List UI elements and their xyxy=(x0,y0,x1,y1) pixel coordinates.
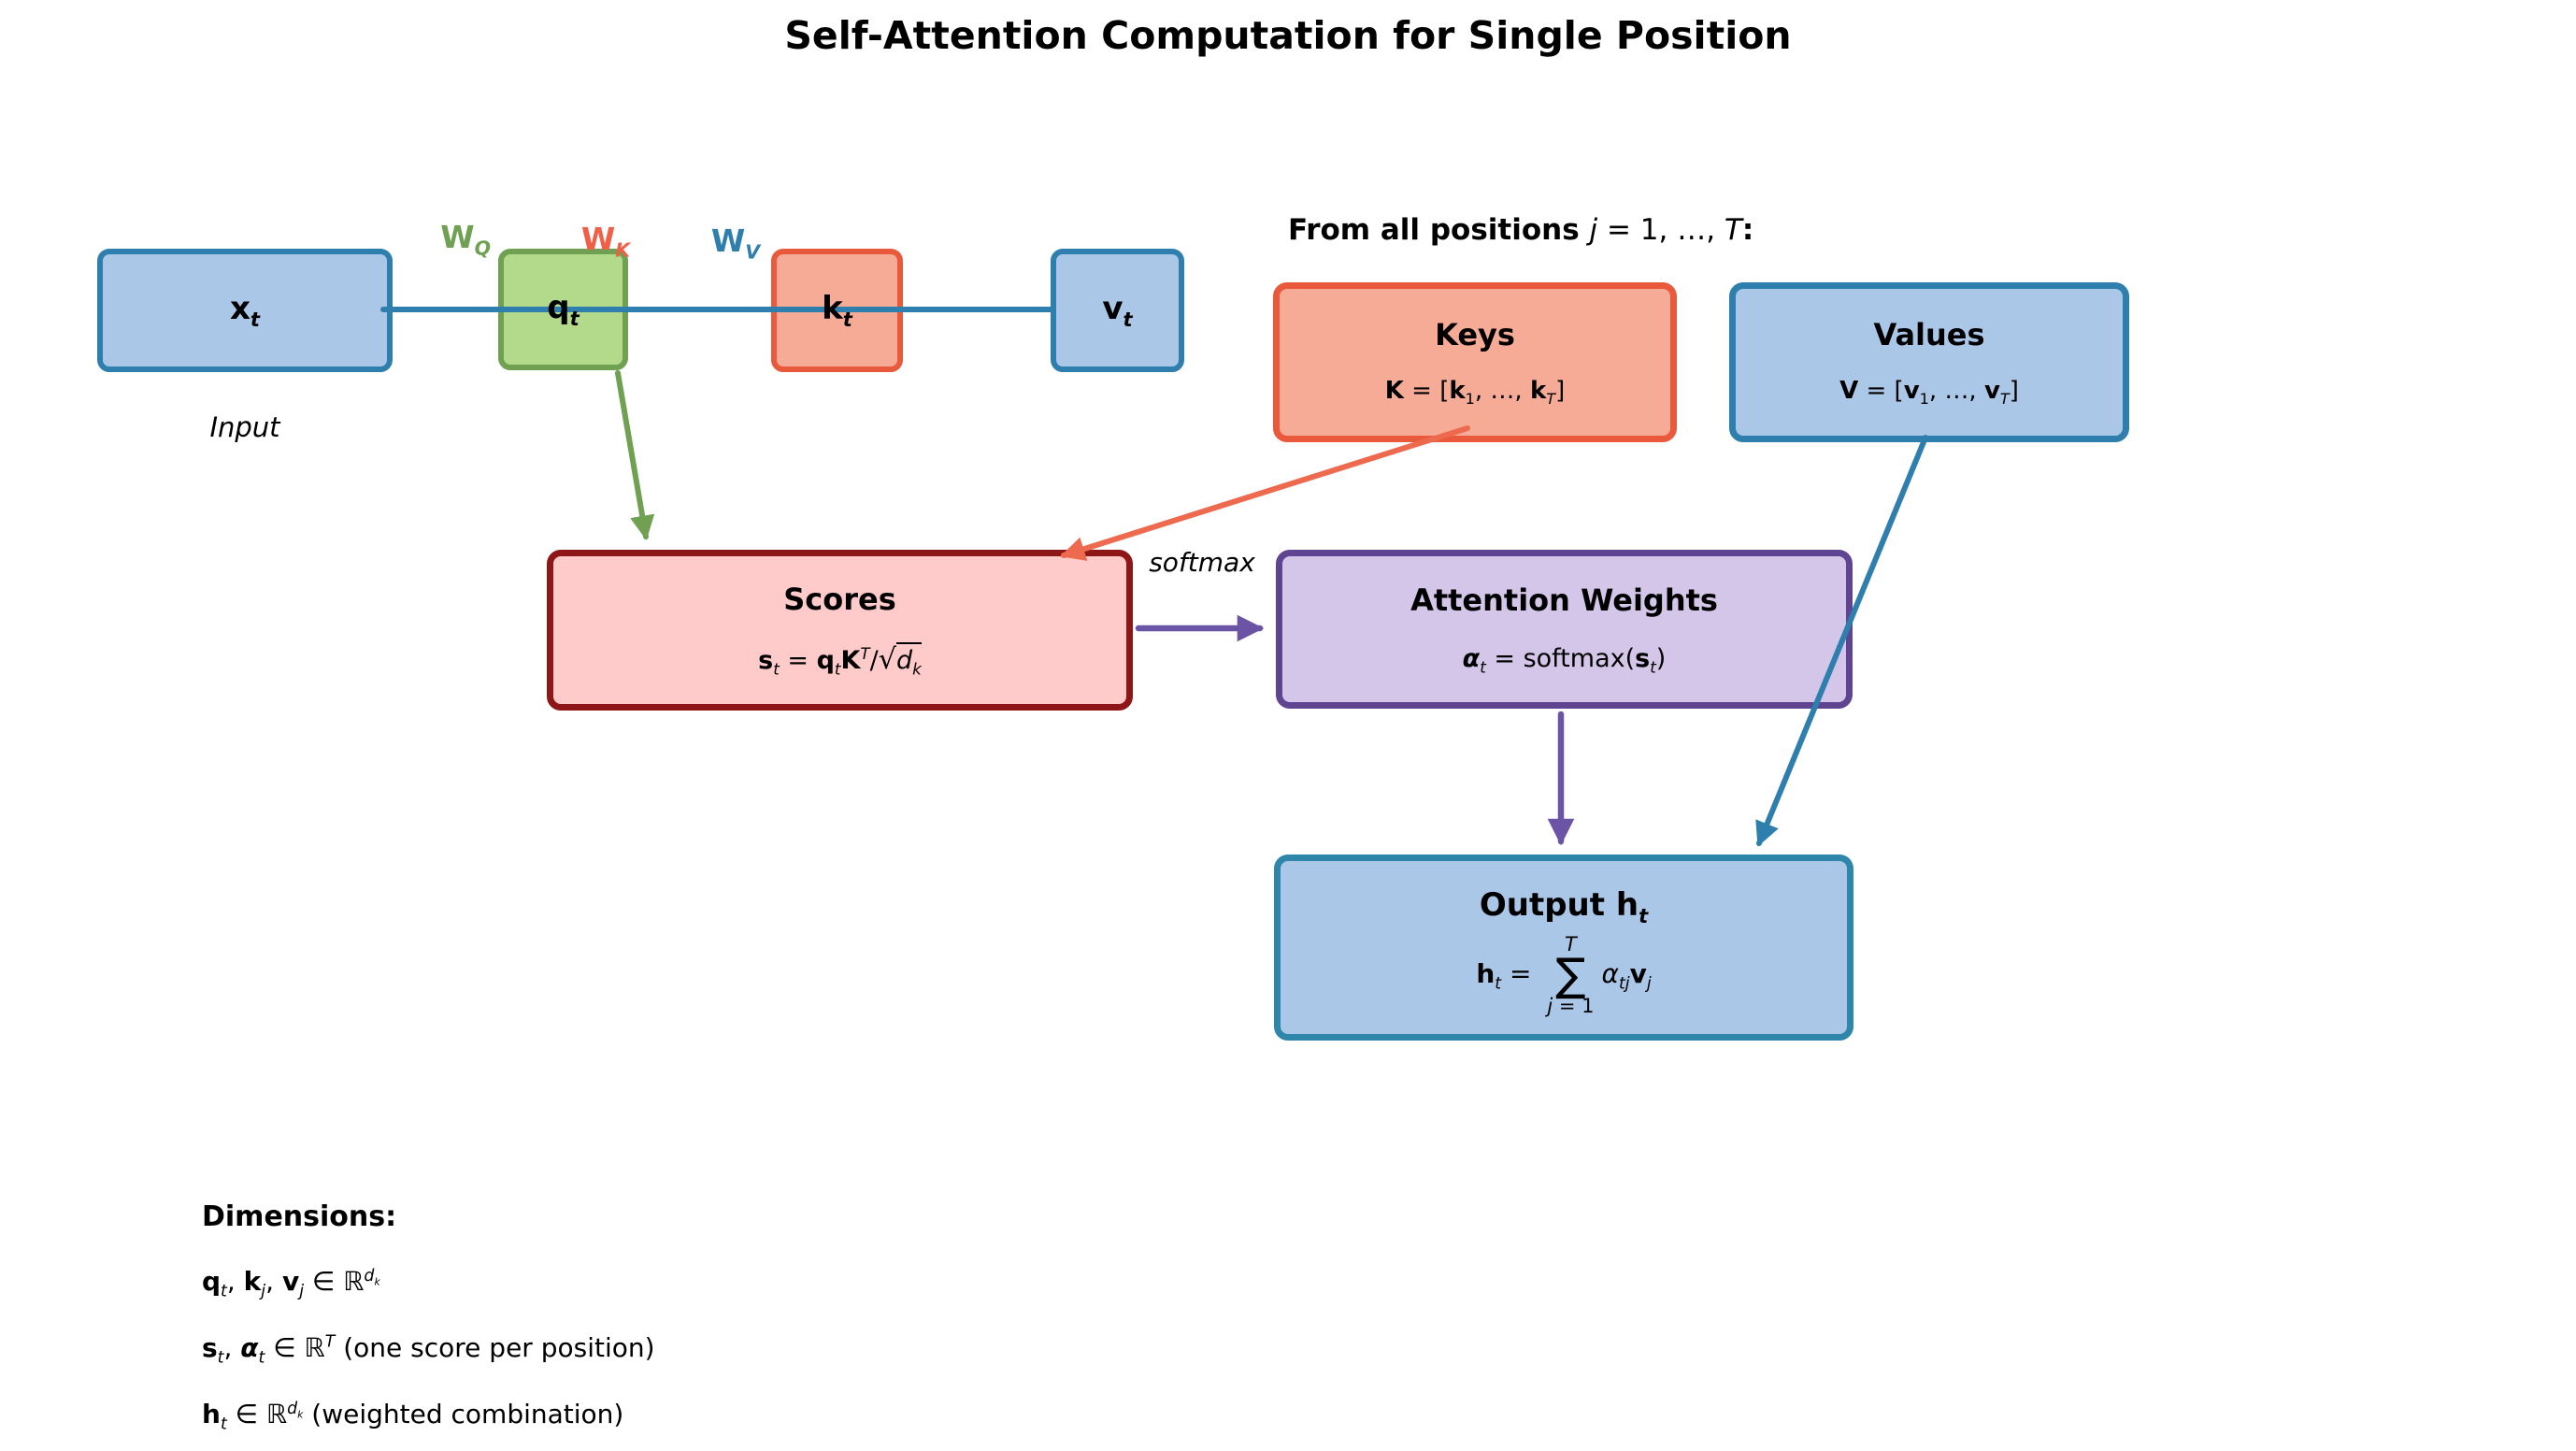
sigma-symbol: ∑ xyxy=(1555,948,1586,1001)
node-scores-formula: st = qtKT/√dk xyxy=(758,642,922,679)
node-value-v-label: vt xyxy=(1102,290,1133,331)
diagram-title: Self-Attention Computation for Single Po… xyxy=(784,13,1792,58)
sum-upper-limit: T xyxy=(1564,932,1577,955)
node-keys: Keys K = [k1, …, kT] xyxy=(1273,282,1677,442)
dimensions-line-output: ht ∈ ℝdk (weighted combination) xyxy=(202,1399,624,1434)
node-value-v: vt xyxy=(1051,249,1184,372)
node-output-formula: ht = T ∑ j = 1 αtjvj xyxy=(1476,932,1652,1018)
node-input-x: xt xyxy=(97,249,393,372)
node-key-k-label: kt xyxy=(822,290,852,331)
node-scores-title: Scores xyxy=(783,582,896,618)
weight-label-wk: WK xyxy=(580,221,631,262)
arrow-q-to-scores xyxy=(615,370,655,540)
sum-symbol-stack: T ∑ j = 1 xyxy=(1547,932,1595,1018)
output-formula-lhs: ht = xyxy=(1476,957,1540,994)
node-values-title: Values xyxy=(1873,316,1985,352)
node-attention-formula: αt = softmax(st) xyxy=(1462,643,1667,677)
weight-label-wv: WV xyxy=(710,223,761,264)
node-output-title: Output ht xyxy=(1479,885,1649,927)
sum-lower-limit: j = 1 xyxy=(1547,995,1595,1018)
from-all-positions-label: From all positions j = 1, …, T: xyxy=(1288,213,1754,247)
output-formula-rhs: αtjvj xyxy=(1601,957,1652,994)
dimensions-line-qkv: qt, kj, vj ∈ ℝdk xyxy=(202,1266,380,1301)
node-output: Output ht ht = T ∑ j = 1 αtjvj xyxy=(1274,855,1853,1041)
node-key-k: kt xyxy=(771,249,903,372)
node-keys-formula: K = [k1, …, kT] xyxy=(1384,376,1566,409)
arrow-keys-to-scores xyxy=(1060,425,1470,561)
dimensions-heading: Dimensions: xyxy=(202,1200,397,1233)
weight-label-wq: WQ xyxy=(440,219,491,260)
node-input-x-label: xt xyxy=(229,290,260,331)
softmax-edge-label: softmax xyxy=(1149,547,1255,578)
node-query-q: qt xyxy=(498,249,628,370)
node-attention-title: Attention Weights xyxy=(1410,582,1718,618)
node-keys-title: Keys xyxy=(1435,316,1515,352)
node-values-formula: V = [v1, …, vT] xyxy=(1839,376,2019,409)
node-values: Values V = [v1, …, vT] xyxy=(1729,282,2129,442)
dimensions-line-scores: st, αt ∈ ℝT (one score per position) xyxy=(202,1332,655,1368)
input-caption: Input xyxy=(209,411,280,443)
node-attention-weights: Attention Weights αt = softmax(st) xyxy=(1276,550,1853,709)
node-query-q-label: qt xyxy=(547,289,580,330)
node-scores: Scores st = qtKT/√dk xyxy=(547,550,1133,711)
